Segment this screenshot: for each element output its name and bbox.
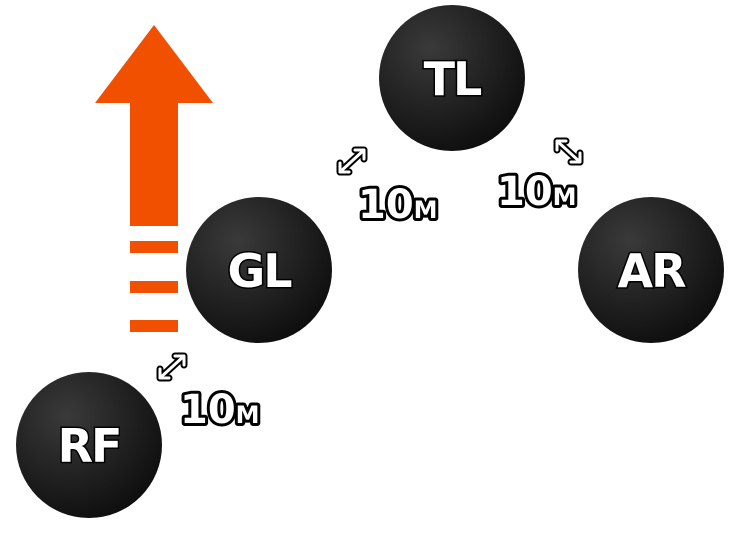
distance-unit: M xyxy=(553,183,577,211)
node-label: AR xyxy=(617,244,686,298)
double-arrow-icon xyxy=(156,352,188,382)
distance-value: 10 xyxy=(180,387,236,433)
distance-rf-gl: 10M xyxy=(156,352,263,436)
up-arrow-icon xyxy=(95,25,213,332)
node-rf: RF xyxy=(16,372,162,518)
svg-text:10M: 10M xyxy=(497,169,577,215)
double-arrow-icon xyxy=(553,137,584,166)
node-tl: TL xyxy=(379,5,525,151)
distance-tl-ar: 10M xyxy=(494,137,584,218)
distance-value: 10 xyxy=(497,169,553,215)
svg-text:10M: 10M xyxy=(358,182,438,228)
node-ar: AR xyxy=(578,197,724,343)
svg-text:10M: 10M xyxy=(180,387,260,433)
distance-value: 10 xyxy=(358,182,414,228)
distance-unit: M xyxy=(414,196,438,224)
distance-unit: M xyxy=(236,401,260,429)
double-arrow-icon xyxy=(336,146,368,176)
distance-gl-tl: 10M xyxy=(336,146,441,231)
node-label: GL xyxy=(227,244,292,298)
node-label: RF xyxy=(58,419,121,473)
node-gl: GL xyxy=(186,197,332,343)
node-label: TL xyxy=(424,52,482,106)
